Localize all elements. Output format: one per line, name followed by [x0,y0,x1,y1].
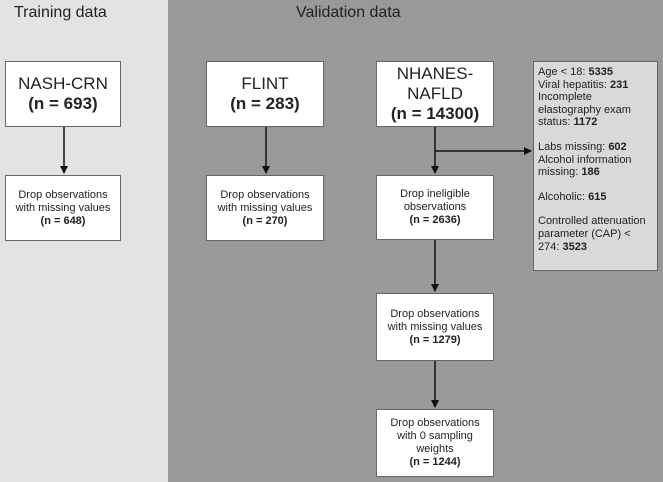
nhanes-weights-text-line1: Drop observations [390,417,480,429]
nhanes-count: (n = 14300) [390,104,480,123]
exclusion-item: Viral hepatitis: 231 [538,78,629,91]
flint-name: FLINT [241,74,289,93]
nashcrn-missing-box: Drop observations with missing values (n… [5,175,121,241]
nashcrn-count: (n = 693) [28,94,98,113]
nhanes-missing-count: (n = 1279) [409,333,461,346]
exclusion-item: Age < 18: 5335 [538,66,613,78]
nhanes-name-line2: NAFLD [407,84,463,103]
nashcrn-missing-text: Drop observations with missing values [15,188,111,214]
nashcrn-missing-count: (n = 648) [40,214,86,227]
nhanes-weights-text-line2: with 0 sampling [397,430,473,442]
nhanes-weights-text-line3: weights [416,443,454,455]
flint-missing-box: Drop observations with missing values (n… [206,175,324,241]
nhanes-source-box: NHANES- NAFLD (n = 14300) [376,61,494,127]
nashcrn-name: NASH-CRN [18,74,108,93]
nashcrn-source-box: NASH-CRN (n = 693) [5,61,121,127]
nhanes-weights-box: Drop observations with 0 sampling weight… [376,409,494,477]
exclusion-item: Labs missing: 602 [538,140,627,153]
exclusion-item: Incomplete elastography exam status: 117… [538,91,631,129]
validation-panel-title: Validation data [296,4,401,21]
nhanes-exclusions-box: Age < 18: 5335 Viral hepatitis: 231 Inco… [533,61,658,271]
exclusion-item: Alcohol information missing: 186 [538,153,632,179]
nhanes-name-line1: NHANES- [396,64,474,83]
nhanes-ineligible-count: (n = 2636) [409,214,461,226]
flint-missing-text: Drop observations with missing values [217,188,313,214]
training-panel-title: Training data [14,4,107,21]
nhanes-ineligible-text: Drop ineligible observations [400,188,470,213]
flint-source-box: FLINT (n = 283) [206,61,324,127]
flint-count: (n = 283) [230,94,300,113]
nhanes-missing-text: Drop observations with missing values [387,307,483,333]
exclusion-item: Alcoholic: 615 [538,190,607,203]
nhanes-missing-box: Drop observations with missing values (n… [376,293,494,361]
nhanes-weights-count: (n = 1244) [409,456,461,468]
exclusion-item: Controlled attenuation parameter (CAP) <… [538,215,646,253]
flint-missing-count: (n = 270) [242,214,288,227]
nhanes-ineligible-box: Drop ineligible observations (n = 2636) [376,175,494,240]
